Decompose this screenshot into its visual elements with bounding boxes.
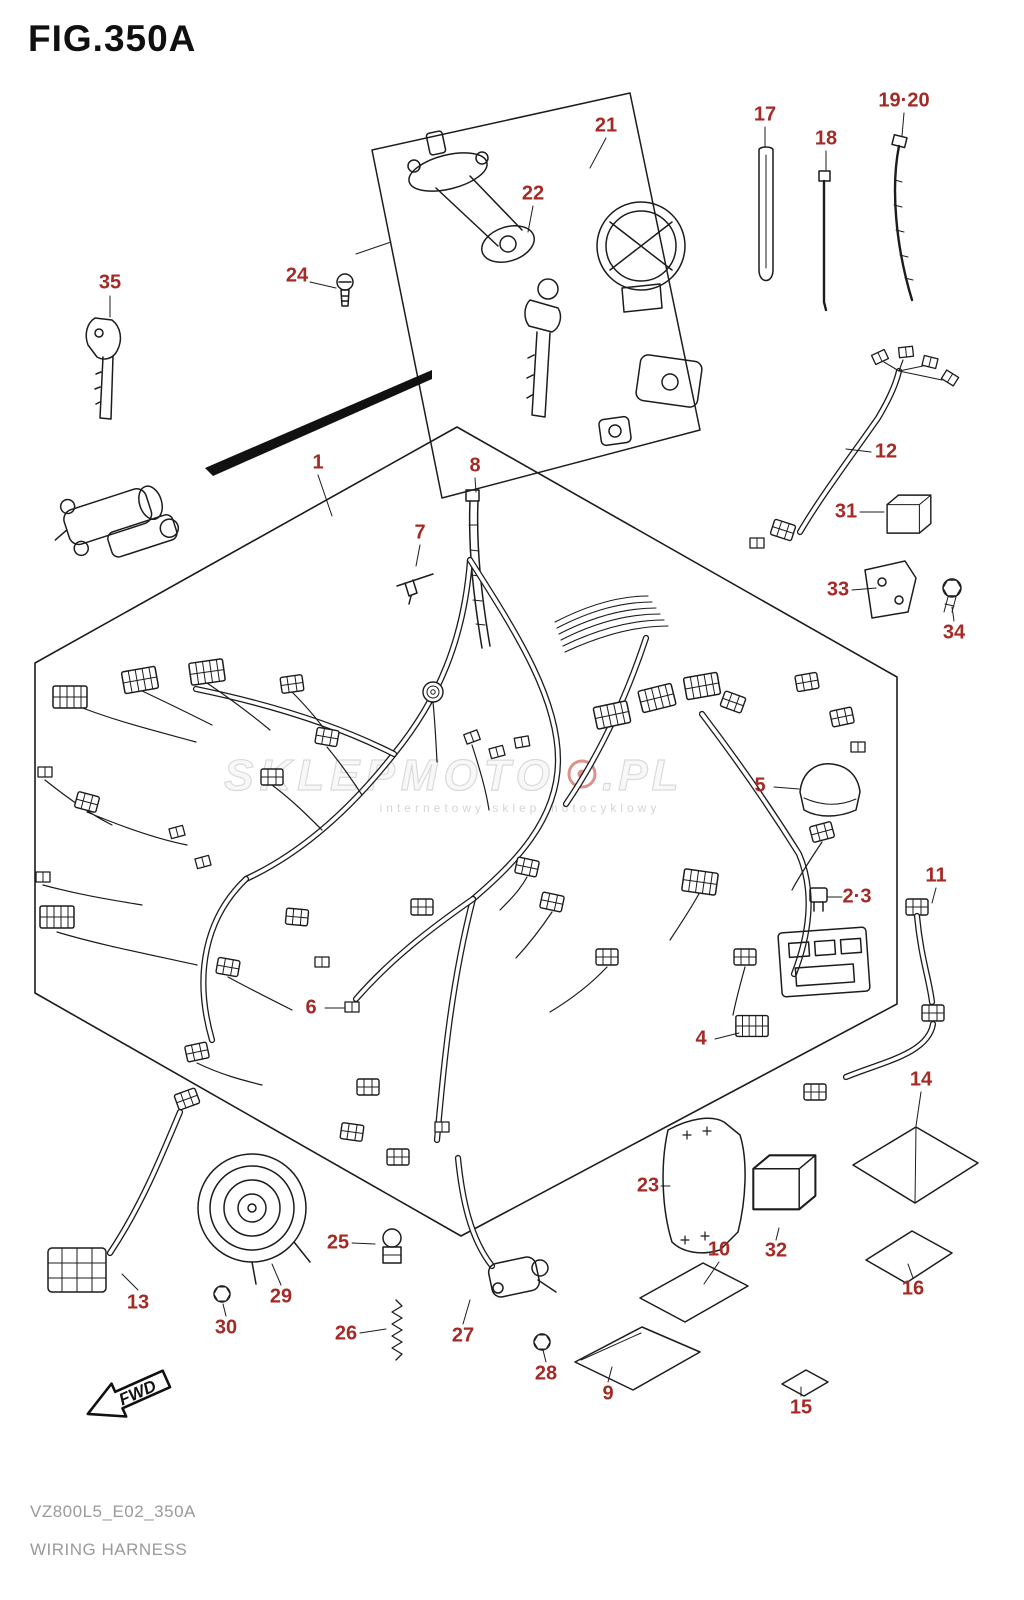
cap-5-drawing [799,763,861,817]
callout-9: 9 [602,1382,614,1405]
harness-12-drawing [749,345,960,549]
callout-8: 8 [469,454,481,477]
connector-11-drawing [803,898,945,1101]
bolt-28-drawing [533,1333,551,1351]
callout-24: 24 [285,264,309,287]
callout-13: 13 [126,1291,150,1314]
callout-18: 18 [814,127,838,150]
fuel-cap-drawing [596,201,686,313]
callout-22: 22 [521,182,545,205]
callout-25: 25 [326,1231,350,1254]
connector-13-drawing [47,1086,201,1293]
pad-15 [781,1369,829,1397]
bracket-33-drawing [864,560,917,619]
fwd-arrow: FWD [86,1369,172,1418]
callout-14: 14 [909,1068,933,1091]
screw-24-drawing [336,241,392,307]
callout-7: 7 [414,521,426,544]
callout-30: 30 [214,1316,238,1339]
callout-2-3: 2·3 [842,885,872,908]
callout-11: 11 [925,864,947,887]
main-harness-box [34,426,898,1237]
watermark-logo-icon [567,759,597,789]
callout-34: 34 [942,621,966,644]
figure-title: FIG.350A [28,18,197,59]
switch-25-drawing [382,1228,402,1264]
horn-29-drawing [197,1153,311,1285]
callout-1: 1 [312,451,324,474]
cable-tie-18-drawing [818,170,831,312]
plate-23-drawing [662,1117,746,1254]
tool-17-drawing [758,146,774,282]
callout-6: 6 [305,996,317,1019]
callout-10: 10 [707,1238,731,1261]
pointer-wedge [205,370,432,476]
watermark-suffix: .PL [602,751,682,800]
clip-7-drawing [396,573,434,605]
callout-12: 12 [874,440,898,463]
ignition-key-drawing [524,278,562,418]
callout-32: 32 [764,1239,788,1262]
figure-name: WIRING HARNESS [30,1540,188,1559]
watermark-subtext: internetowy sklep motocyklowy [380,801,661,815]
seat-lock-drawing [598,354,703,447]
parts-box-drawing [371,92,703,499]
relay-32-drawing [752,1154,817,1211]
watermark: SKLEPMOTO .PL internetowy sklep motocykl… [224,750,682,815]
relay-31-drawing [886,494,932,534]
ignition-switch-drawing [407,130,535,263]
pad-16 [865,1230,953,1284]
callout-19-20: 19·20 [878,89,930,112]
callout-28: 28 [534,1362,558,1385]
pad-9 [574,1326,701,1391]
callout-27: 27 [451,1324,475,1347]
callout-5: 5 [754,774,766,797]
callout-29: 29 [269,1285,293,1308]
sensor-27-drawing [454,1154,557,1298]
spring-26-drawing [391,1299,403,1361]
callout-31: 31 [834,500,858,523]
connector-6-drawing [344,1001,360,1013]
connector-4-drawing [735,1014,769,1038]
callout-15: 15 [789,1396,813,1419]
bolt-30-drawing [213,1285,231,1303]
callout-21: 21 [594,114,618,137]
pad-14 [852,1126,979,1204]
ignition-lock-assembly-drawing [54,485,180,558]
callout-33: 33 [826,578,850,601]
callout-35: 35 [98,271,122,294]
figure-code: VZ800L5_E02_350A [30,1502,196,1521]
fuse-2-3-drawing [809,887,828,912]
leader-lines [109,112,955,1397]
fuse-box-drawing [777,926,871,998]
pad-10 [639,1262,749,1323]
cable-tie-19-20-drawing [891,133,914,302]
callout-16: 16 [901,1277,925,1300]
callout-17: 17 [753,103,777,126]
key-35-drawing [85,317,122,420]
harness-trunks [192,556,812,1144]
callout-26: 26 [334,1322,358,1345]
callout-23: 23 [636,1174,660,1197]
callout-4: 4 [695,1027,707,1050]
